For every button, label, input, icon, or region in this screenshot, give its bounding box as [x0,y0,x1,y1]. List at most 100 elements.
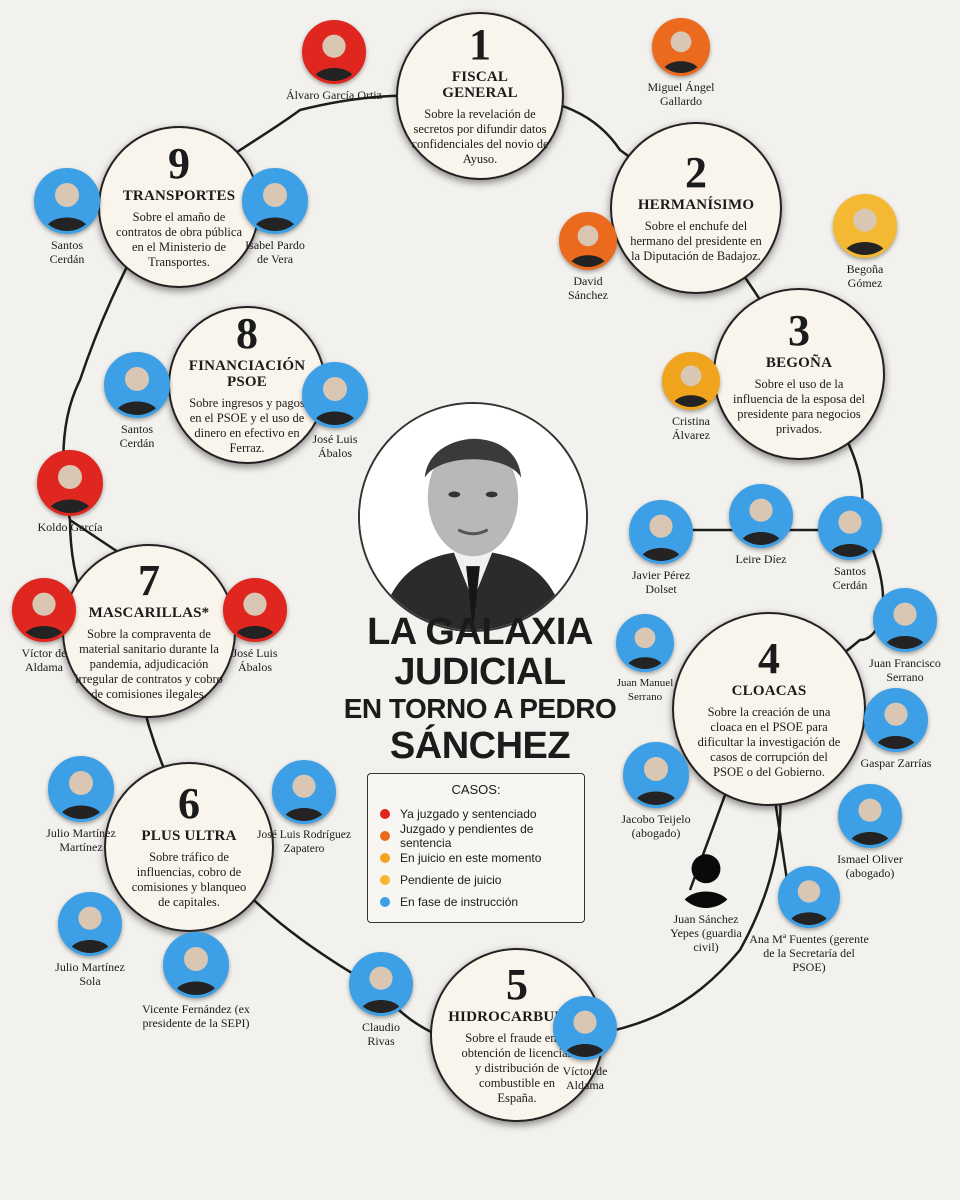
person-avatar [223,578,287,642]
person-silhouette-icon [788,880,830,925]
case-8-financiacion-psoe: 8 FINANCIACIÓN PSOE Sobre ingresos y pag… [168,306,326,464]
person-name: Juan Francisco Serrano [869,656,941,684]
person-julio-martinez-martinez: Julio Martínez Martínez [26,756,136,854]
person-name: Juan Sánchez Yepes (guardia civil) [670,912,742,954]
case-number: 5 [506,959,528,1009]
person-claudio-rivas: Claudio Rivas [336,952,426,1048]
legend-item: Pendiente de juicio [380,869,572,891]
person-silhouette-icon [568,225,608,267]
case-2-hermanisimo: 2 HERMANÍSIMO Sobre el enchufe del herma… [610,122,782,294]
person-silhouette-icon [739,498,783,545]
person-silhouette-icon [874,702,918,749]
case-6-plus-ultra: 6 PLUS ULTRA Sobre tráfico de influencia… [104,762,274,932]
person-name: Koldo García [37,520,103,534]
legend-dot-icon [380,897,390,907]
case-number: 4 [758,633,780,683]
person-avatar [553,996,617,1060]
person-name: Jacobo Teijelo (abogado) [621,812,691,840]
person-silhouette-icon [661,31,701,73]
case-description: Sobre el uso de la influencia de la espo… [733,377,865,436]
person-avatar [12,578,76,642]
case-number: 2 [685,147,707,197]
person-avatar [37,450,103,516]
case-number: 8 [236,309,258,358]
person-avatar [675,846,737,908]
case-title: TRANSPORTES [122,188,236,204]
person-avatar [163,932,229,998]
case-4-cloacas: 4 CLOACAS Sobre la creación de una cloac… [672,612,866,806]
person-avatar [272,760,336,824]
person-begona-gomez: Begoña Gómez [820,194,910,290]
person-silhouette-icon [48,465,92,513]
legend-label: En juicio en este momento [400,851,542,865]
person-santos-cerdan: Santos Cerdán [805,496,895,592]
person-name: Javier Pérez Dolset [631,568,691,596]
case-title: CLOACAS [731,682,807,699]
person-silhouette-icon [563,1010,607,1057]
person-name: Ana Mª Fuentes (gerente de la Secretaría… [749,932,869,974]
unknown-person-silhouette-icon [679,854,733,908]
person-david-sanchez: David Sánchez [543,212,633,302]
person-vicente-fernandez: Vicente Fernández (ex presidente de la S… [106,932,286,1030]
case-number: 9 [168,139,190,188]
legend-label: En fase de instrucción [400,895,519,909]
legend-item: En juicio en este momento [380,847,572,869]
person-jose-luis-abalos-mascarillas: José Luis Ábalos [210,578,300,674]
person-name: Leire Díez [735,552,787,566]
person-name: José Luis Ábalos [312,432,358,460]
pedro-sanchez-portrait [358,402,588,632]
person-avatar [302,362,368,428]
person-cristina-alvarez: Cristina Álvarez [646,352,736,442]
case-title: HIDROCARBUROS [448,1008,586,1025]
person-avatar [616,614,674,672]
case-title: BEGOÑA [765,355,833,371]
person-avatar [58,892,122,956]
case-description: Sobre tráfico de influencias, cobro de c… [131,850,247,909]
person-avatar [729,484,793,548]
person-name: Santos Cerdán [832,564,868,592]
person-victor-de-aldama-mascarillas: Víctor de Aldama [4,578,84,674]
person-koldo-garcia: Koldo García [20,450,120,534]
case-description: Sobre ingresos y pagos en el PSOE y el u… [189,396,305,455]
person-name: Santos Cerdán [119,422,155,450]
legend-dot-icon [380,831,390,841]
person-avatar [873,588,937,652]
headline-line-3: EN TORNO A PEDRO [343,693,617,724]
person-name: Isabel Pardo de Vera [245,238,305,266]
legend-label: Pendiente de juicio [400,873,502,887]
person-name: Víctor de Aldama [21,646,67,674]
person-miguel-angel-gallardo: Miguel Ángel Gallardo [626,18,736,108]
legend-dot-icon [380,875,390,885]
headline-line-1: LA GALAXIA [367,611,593,653]
person-name: Santos Cerdán [49,238,85,266]
legend-dot-icon [380,809,390,819]
person-avatar [864,688,928,752]
legend-title: CASOS: [451,782,501,797]
person-silhouette-icon [639,514,683,561]
person-name: Víctor de Aldama [562,1064,608,1092]
person-silhouette-icon [312,34,356,81]
person-avatar [302,20,366,84]
person-juan-sanchez-yepes: Juan Sánchez Yepes (guardia civil) [656,846,756,954]
case-title: FINANCIACIÓN PSOE [188,358,306,390]
headline-line-2: JUDICIAL [394,651,566,693]
person-avatar [48,756,114,822]
person-juan-manuel-serrano: Juan Manuel Serrano [600,614,690,704]
person-silhouette-icon [233,592,277,639]
person-avatar [629,500,693,564]
person-silhouette-icon [359,966,403,1013]
person-javier-perez-dolset: Javier Pérez Dolset [616,500,706,596]
person-name: Álvaro García Ortiz [286,88,382,102]
person-leire-diez: Leire Díez [716,484,806,566]
case-description: Sobre la revelación de secretos por difu… [411,107,549,166]
person-silhouette-icon [843,208,887,255]
case-title: PLUS ULTRA [141,828,237,844]
person-santos-cerdan-financiacion: Santos Cerdán [92,352,182,450]
person-name: José Luis Ábalos [232,646,278,674]
person-silhouette-icon [115,367,159,415]
person-name: José Luis Rodríguez Zapatero [257,829,351,855]
headline: LA GALAXIA JUDICIAL EN TORNO A PEDRO SÁN… [330,612,630,766]
person-avatar [349,952,413,1016]
person-avatar [623,742,689,808]
person-name: Juan Manuel Serrano [616,677,674,703]
